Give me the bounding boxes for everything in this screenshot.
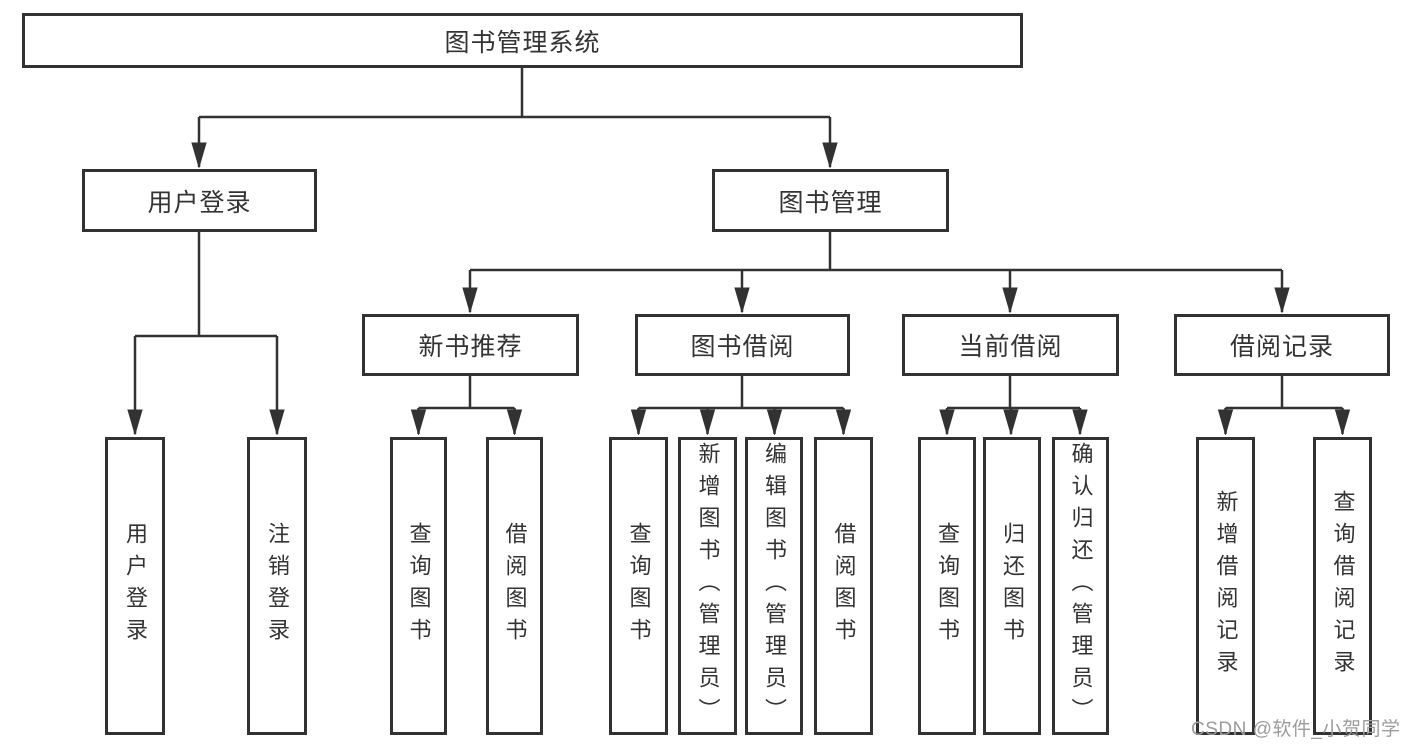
connector-trunks: [135, 68, 1343, 410]
leaf-confirm-return-admin: 确认归还（管理员）: [1052, 437, 1109, 735]
leaf-query-books-current: 查询图书: [918, 437, 976, 735]
node-current-borrowing: 当前借阅: [902, 314, 1119, 376]
leaf-borrow-books-borrowing: 借阅图书: [814, 437, 873, 735]
node-library-management-system: 图书管理系统: [22, 13, 1023, 68]
leaf-user-login: 用户登录: [105, 437, 165, 735]
leaf-return-books: 归还图书: [983, 437, 1041, 735]
node-book-borrowing: 图书借阅: [635, 314, 850, 376]
watermark: CSDN @软件_小贺同学: [1191, 719, 1401, 740]
leaf-borrow-books-recommend: 借阅图书: [486, 437, 543, 735]
leaf-add-books-admin: 新增图书（管理员）: [678, 437, 737, 735]
node-book-management: 图书管理: [712, 169, 949, 232]
leaf-logout-login: 注销登录: [247, 437, 307, 735]
leaf-edit-books-admin: 编辑图书（管理员）: [745, 437, 803, 735]
leaf-query-books-borrowing: 查询图书: [609, 437, 668, 735]
leaf-query-books-recommend: 查询图书: [390, 437, 447, 735]
leaf-query-borrow-record: 查询借阅记录: [1313, 437, 1372, 735]
node-new-book-recommend: 新书推荐: [362, 314, 579, 376]
leaf-add-borrow-record: 新增借阅记录: [1196, 437, 1255, 735]
node-user-login: 用户登录: [82, 169, 317, 232]
node-borrowing-records: 借阅记录: [1174, 314, 1390, 376]
connector-arrows: [135, 117, 1343, 434]
